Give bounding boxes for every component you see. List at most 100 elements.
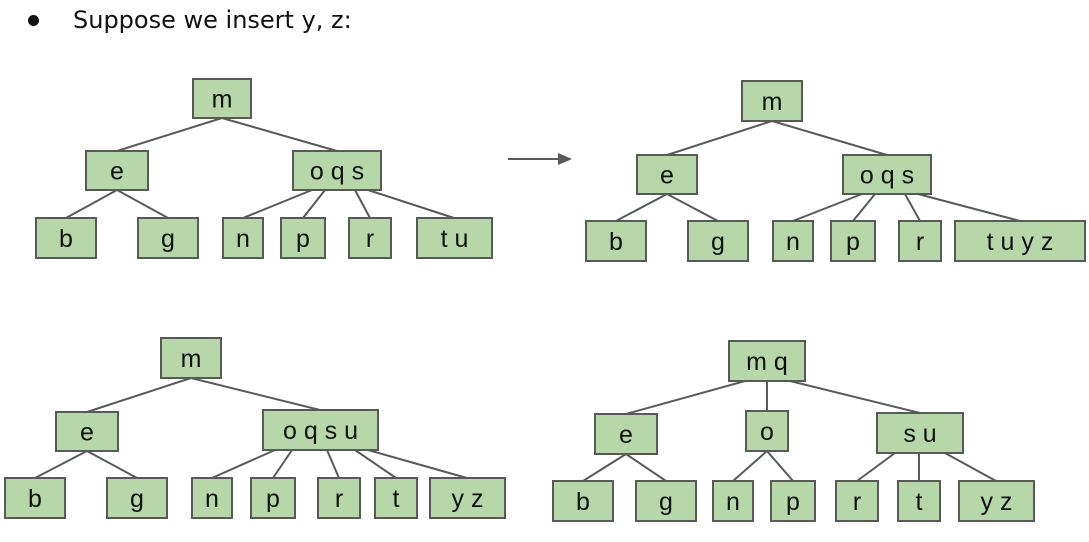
node-box — [954, 220, 1086, 262]
node-label: y z — [981, 488, 1013, 516]
tree-3-node-b: b — [4, 477, 66, 519]
node-label: o q s — [860, 162, 914, 190]
node-label: e — [619, 421, 633, 449]
tree-3-edge — [190, 377, 321, 411]
node-box — [772, 220, 814, 262]
node-label: g — [711, 228, 725, 256]
node-box — [585, 220, 647, 262]
tree-3-node-e: e — [55, 411, 119, 452]
tree-3-edge — [86, 450, 138, 479]
tree-1-node-e: e — [85, 150, 149, 191]
node-label: t u y z — [987, 228, 1054, 256]
tree-4-edge — [789, 380, 921, 414]
node-box — [160, 337, 222, 379]
tree-4-node-g: g — [635, 480, 697, 522]
node-label: p — [786, 488, 800, 516]
node-label: b — [59, 225, 73, 253]
tree-2-node-oqs: o q s — [842, 154, 932, 195]
tree-2-edge — [666, 193, 719, 222]
node-label: e — [660, 162, 674, 190]
tree-3-edge — [86, 377, 192, 413]
tree-1-edge — [221, 117, 338, 152]
tree-1-edge — [116, 117, 223, 152]
node-label: n — [205, 485, 219, 513]
tree-1-edge — [354, 189, 371, 219]
heading: Suppose we insert y, z: — [28, 6, 352, 34]
node-box — [687, 220, 749, 262]
node-box — [830, 220, 876, 262]
tree-4-node-t: t — [897, 480, 941, 522]
tree-2-edges — [615, 120, 1021, 222]
node-box — [106, 477, 168, 519]
tree-3-node-n: n — [191, 477, 233, 519]
node-box — [55, 411, 119, 452]
tree-1: m e o q s b g n p r t u — [35, 78, 493, 259]
node-box — [728, 340, 806, 382]
node-label: e — [110, 158, 124, 186]
node-label: r — [853, 488, 861, 516]
tree-4-node-o: o — [745, 410, 789, 452]
tree-1-edge — [116, 189, 169, 219]
node-box — [429, 477, 506, 519]
node-label: b — [576, 488, 590, 516]
tree-3-node-oqsu: o q s u — [262, 409, 379, 451]
tree-1-edge — [242, 189, 313, 219]
tree-2-node-tuyz: t u y z — [954, 220, 1086, 262]
right-arrow-icon — [508, 153, 572, 165]
node-box — [897, 480, 941, 522]
tree-3-edge — [211, 449, 276, 479]
node-label: t — [393, 485, 400, 513]
node-box — [192, 78, 252, 119]
tree-2-node-m: m — [741, 80, 803, 122]
tree-4-node-p: p — [770, 480, 816, 522]
tree-4-node-b: b — [552, 480, 614, 522]
tree-1-node-b: b — [35, 217, 97, 259]
tree-2-edge — [917, 193, 1021, 222]
node-label: n — [236, 225, 250, 253]
node-box — [712, 480, 754, 522]
tree-4-edge — [625, 453, 667, 482]
node-box — [842, 154, 932, 195]
node-label: p — [266, 485, 280, 513]
tree-3-node-g: g — [106, 477, 168, 519]
tree-2-edge — [771, 120, 888, 156]
node-box — [137, 217, 199, 259]
node-box — [262, 409, 379, 451]
node-label: p — [846, 228, 860, 256]
tree-3-node-m: m — [160, 337, 222, 379]
tree-1-node-oqs: o q s — [292, 150, 382, 191]
node-box — [280, 217, 326, 259]
tree-4-edge — [732, 450, 768, 482]
node-box — [222, 217, 264, 259]
node-box — [4, 477, 66, 519]
node-box — [636, 154, 698, 195]
node-label: g — [161, 225, 175, 253]
tree-4-edge — [944, 452, 997, 482]
tree-1-node-r: r — [348, 217, 392, 259]
tree-3-edge — [367, 449, 468, 479]
tree-1-node-tu: t u — [416, 217, 493, 259]
node-label: y z — [452, 485, 484, 513]
tree-2-edge — [792, 193, 863, 222]
node-label: r — [916, 228, 924, 256]
node-box — [594, 413, 658, 455]
tree-3-edge — [34, 450, 88, 479]
tree-1-edge — [367, 189, 455, 219]
node-box — [292, 150, 382, 191]
node-label: b — [28, 485, 42, 513]
node-label: p — [296, 225, 310, 253]
tree-4-node-n: n — [712, 480, 754, 522]
node-label: m — [212, 86, 233, 114]
tree-4-node-su: s u — [876, 412, 964, 454]
tree-1-node-n: n — [222, 217, 264, 259]
node-label: r — [366, 225, 374, 253]
tree-4-edge — [856, 452, 896, 482]
node-label: g — [659, 488, 673, 516]
node-box — [348, 217, 392, 259]
tree-4-edges — [582, 380, 997, 482]
node-box — [835, 480, 879, 522]
node-box — [635, 480, 697, 522]
tree-3-edge — [272, 449, 293, 479]
node-label: o q s u — [283, 417, 358, 445]
